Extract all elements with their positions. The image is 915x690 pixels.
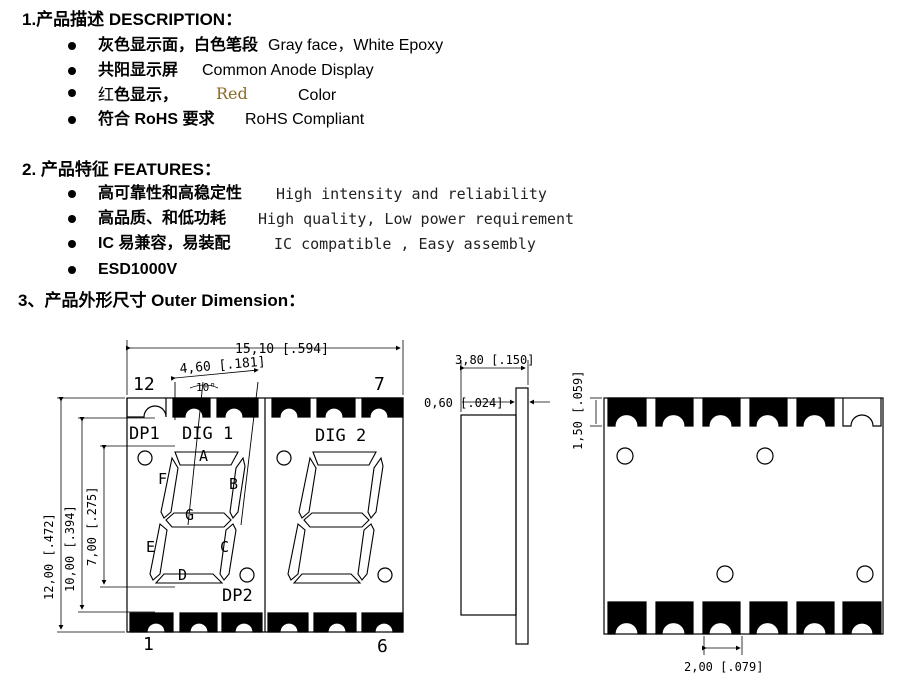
bottom-view-pad — [655, 397, 694, 427]
bullet-icon — [68, 266, 76, 274]
item-cn: 符合 RoHS 要求 — [98, 111, 215, 128]
bullet-icon — [68, 42, 76, 50]
item-en: High quality, Low power requirement — [258, 210, 575, 228]
seg-e-label: E — [146, 538, 155, 556]
top-pin — [316, 397, 356, 418]
bullet-icon — [68, 190, 76, 198]
bottom-view-pad — [655, 601, 694, 635]
top-pin — [216, 397, 259, 418]
item-cn: 高可靠性和高稳定性 — [98, 185, 243, 202]
bottom-view-pad — [607, 397, 647, 427]
side-view-face — [515, 387, 529, 645]
bottom-pin — [313, 612, 357, 633]
bullet-icon — [68, 89, 76, 97]
item-cn: 共阳显示屏 — [98, 62, 179, 79]
bottom-view-body — [603, 397, 884, 635]
dim-depth: 3,80 [.150] — [455, 353, 534, 367]
item-en: IC compatible , Easy assembly — [274, 235, 536, 253]
bottom-view-pad — [607, 601, 647, 635]
seg-b-label: B — [229, 475, 238, 493]
bottom-pin — [267, 612, 309, 633]
side-view-body — [460, 414, 517, 616]
top-pin — [271, 397, 311, 418]
pin-1-label: 1 — [143, 634, 154, 655]
bullet-icon — [68, 215, 76, 223]
bottom-view-pad — [702, 397, 741, 427]
item-red: Red — [216, 84, 248, 103]
bottom-view-pad — [796, 397, 835, 427]
bottom-pin — [129, 612, 174, 633]
bottom-view-pad — [796, 601, 835, 635]
bottom-pin — [361, 612, 404, 633]
seg-d-label: D — [178, 566, 187, 584]
dim-digit-height: 10,00 [.394] — [63, 505, 77, 592]
description-title: 1.产品描述 DESCRIPTION： — [22, 10, 243, 29]
dp1-dot — [137, 450, 153, 466]
dim-height: 12,00 [.472] — [42, 513, 56, 600]
bullet-icon — [68, 67, 76, 75]
item-cn: 灰色显示面，白色笔段 — [98, 37, 259, 54]
item-cn: 高品质、和低功耗 — [98, 210, 227, 227]
bottom-view-pad — [749, 397, 788, 427]
seg-g-label: G — [185, 506, 194, 524]
top-pin — [172, 397, 211, 418]
bottom-view-pad — [702, 601, 741, 635]
item-cn: IC 易兼容，易装配 — [98, 235, 231, 252]
dig2-dp-dot — [276, 450, 292, 466]
bottom-view-pad — [749, 601, 788, 635]
dim-pitch: 2,00 [.079] — [684, 660, 763, 674]
dim-face: 0,60 [.024] — [424, 396, 503, 410]
bottom-pin — [179, 612, 218, 633]
item-en: Gray face，White Epoxy — [268, 37, 444, 54]
digit-1-segments — [149, 451, 246, 584]
item-en: RoHS Compliant — [245, 111, 365, 128]
item-cn: ESD1000V — [98, 261, 178, 278]
item-en: High intensity and reliability — [276, 185, 547, 203]
dim-slant: 10° — [196, 381, 216, 394]
dp1-label: DP1 — [129, 424, 160, 444]
dim-width: 15,10 [.594] — [235, 342, 329, 357]
dimension-title: 3、产品外形尺寸 Outer Dimension： — [18, 291, 306, 310]
bottom-view-pad-open — [842, 398, 882, 427]
pin-6-label: 6 — [377, 636, 388, 657]
bottom-pin — [221, 612, 263, 633]
pin-7-label: 7 — [374, 374, 385, 395]
bullet-icon — [68, 240, 76, 248]
dp2-label: DP2 — [222, 586, 253, 606]
features-title: 2. 产品特征 FEATURES： — [22, 160, 221, 179]
bullet-icon — [68, 116, 76, 124]
bottom-view-pad — [842, 601, 882, 635]
dig2-label: DIG 2 — [315, 426, 366, 446]
top-pin-12 — [126, 398, 167, 418]
item-en: Color — [298, 87, 337, 104]
dig1-label: DIG 1 — [182, 424, 233, 444]
item-en: Common Anode Display — [202, 62, 374, 79]
item-cn: 红 — [98, 87, 115, 104]
dig2-dp2-dot — [377, 567, 393, 583]
digit-2-segments — [287, 451, 384, 584]
top-pin — [361, 397, 404, 418]
dp2-dot — [239, 567, 255, 583]
item-cn: 色显示， — [114, 87, 179, 104]
seg-c-label: C — [220, 538, 229, 556]
dim-pad-length: 1,50 [.059] — [571, 371, 585, 450]
dim-digit-width: 4,60 [.181] — [179, 355, 266, 377]
seg-f-label: F — [158, 470, 167, 488]
pin-12-label: 12 — [133, 374, 155, 395]
seg-a-label: A — [199, 447, 208, 465]
dim-segment-height: 7,00 [.275] — [85, 487, 99, 566]
